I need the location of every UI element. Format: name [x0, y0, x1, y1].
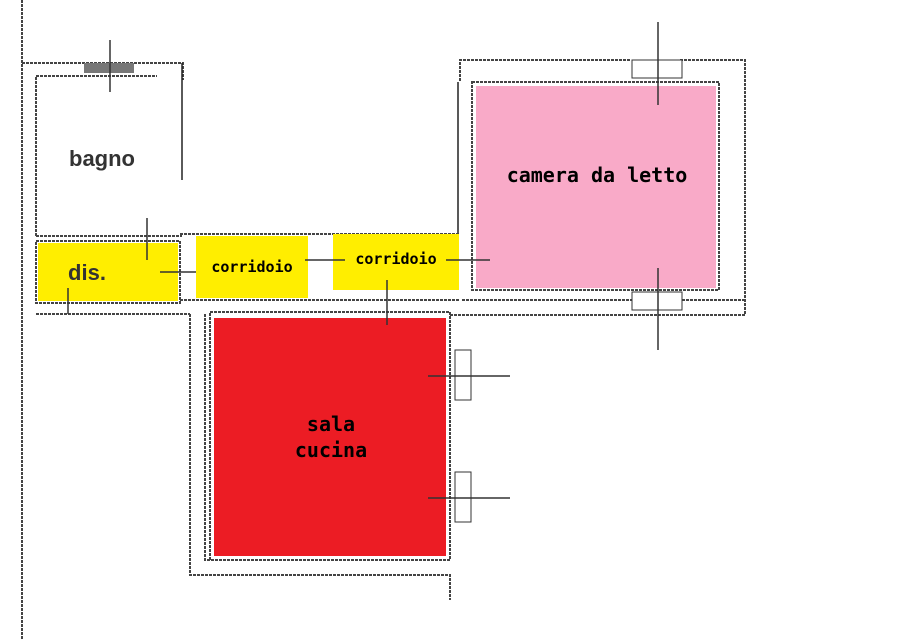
- window-sala-2: [454, 471, 472, 523]
- window-bagno: [84, 63, 134, 73]
- label-camera: camera da letto: [507, 163, 688, 187]
- walls: [21, 0, 746, 639]
- room-corridoio-1: [196, 236, 308, 298]
- door-marks: [67, 22, 659, 499]
- windows: [84, 59, 683, 523]
- window-sala-1: [454, 349, 472, 401]
- room-camera: [476, 86, 716, 288]
- room-corridoio-2: [333, 234, 459, 290]
- window-camera-top: [631, 59, 683, 79]
- label-corridoio-2: corridoio: [355, 250, 436, 268]
- label-sala: sala: [307, 412, 355, 436]
- label-corridoio-1: corridoio: [211, 258, 292, 276]
- room-dis: [38, 243, 178, 301]
- label-cucina: cucina: [295, 438, 367, 462]
- label-dis: dis.: [68, 260, 106, 285]
- room-sala-cucina: [214, 318, 446, 556]
- window-camera-bottom: [631, 291, 683, 311]
- label-bagno: bagno: [69, 146, 135, 171]
